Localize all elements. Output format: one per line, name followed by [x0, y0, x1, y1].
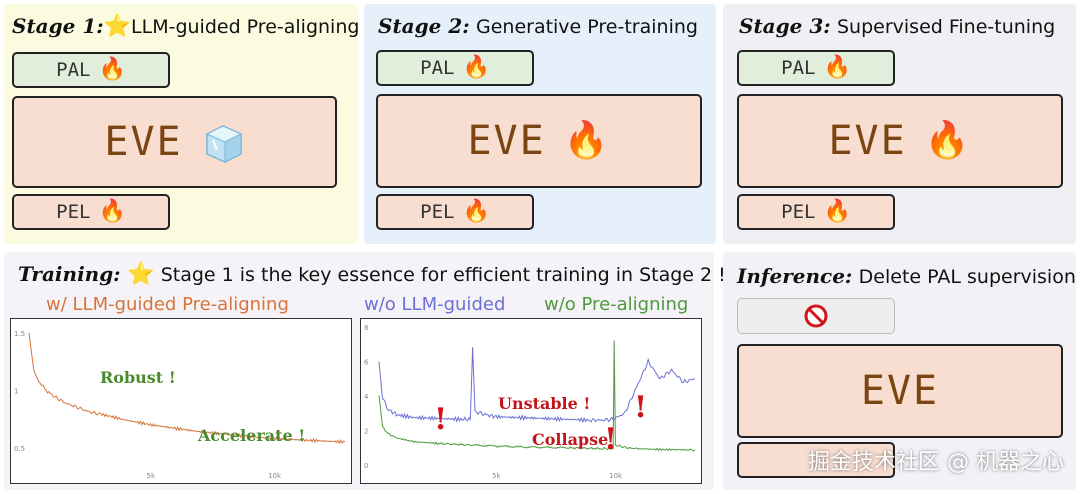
stage2-eve-box: EVE 🔥 [376, 94, 702, 188]
stage3-pel-box: PEL 🔥 [737, 194, 895, 230]
stage2-pal-box: PAL 🔥 [376, 50, 534, 86]
stage1-panel: Stage 1:⭐LLM-guided Pre-aligning PAL 🔥 EV… [4, 4, 359, 244]
stage1-pel-box: PEL 🔥 [12, 194, 170, 230]
pal-label: PAL [781, 57, 816, 79]
y-tick-label: 6 [364, 359, 369, 367]
y-tick-label: 2 [364, 428, 368, 436]
stage3-title: Stage 3: Supervised Fine-tuning [739, 14, 1055, 38]
y-tick-label: 8 [364, 324, 368, 332]
stage2-pel-box: PEL 🔥 [376, 194, 534, 230]
training-panel: Training: ⭐ Stage 1 is the key essence f… [4, 252, 726, 490]
x-tick-label: 5k [492, 472, 501, 480]
stage1-label: Stage 1: [12, 14, 104, 38]
x-tick-label: 10k [609, 472, 623, 480]
inference-text: Delete PAL supervision [858, 266, 1076, 288]
eve-label: EVE [860, 368, 940, 414]
inference-label: Inference: [737, 264, 853, 288]
left-chart: 0.5 1 1.5 5k 10k [10, 318, 352, 484]
star-icon: ⭐ [103, 14, 132, 39]
exclaim-mark-2: ! [604, 422, 618, 457]
y-tick-label: 4 [364, 393, 369, 401]
exclaim-mark-1: ! [434, 402, 448, 437]
accelerate-annotation: Accelerate ! [198, 426, 306, 445]
watermark: 掘金技术社区 @ 机器之心 [808, 450, 1064, 475]
mid-chart-title: w/o LLM-guided [364, 294, 506, 315]
fire-icon: 🔥 [462, 55, 490, 80]
stage2-text: Generative Pre-training [475, 16, 698, 38]
collapse-annotation: Collapse [532, 430, 609, 449]
eve-label: EVE [828, 118, 907, 164]
pel-label: PEL [420, 201, 455, 223]
stage3-eve-box: EVE 🔥 [737, 94, 1063, 188]
inference-panel: Inference: Delete PAL supervision EVE [723, 252, 1076, 490]
stage1-title: Stage 1:⭐LLM-guided Pre-aligning [12, 14, 359, 39]
y-tick-label: 1.5 [14, 330, 25, 338]
training-text: Stage 1 is the key essence for efficient… [160, 264, 726, 286]
prohibited-icon [804, 304, 828, 328]
fire-icon: 🔥 [462, 199, 490, 224]
fire-icon: 🔥 [823, 199, 851, 224]
stage3-panel: Stage 3: Supervised Fine-tuning PAL 🔥 EVE… [723, 4, 1076, 244]
inference-eve-box: EVE [737, 344, 1063, 438]
series-line-1 [378, 340, 696, 452]
fire-icon: 🔥 [98, 57, 126, 82]
inference-pal-removed [737, 298, 895, 334]
left-chart-title: w/ LLM-guided Pre-aligning [46, 294, 289, 315]
stage1-text: LLM-guided Pre-aligning [131, 16, 360, 38]
training-title: Training: ⭐ Stage 1 is the key essence f… [18, 262, 726, 287]
stage2-label: Stage 2: [378, 14, 470, 38]
star-icon: ⭐ [126, 262, 155, 287]
stage3-label: Stage 3: [739, 14, 831, 38]
fire-icon: 🔥 [563, 120, 611, 161]
robust-annotation: Robust ! [100, 368, 176, 387]
stage3-pal-box: PAL 🔥 [737, 50, 895, 86]
stage1-pal-box: PAL 🔥 [12, 52, 170, 88]
training-label: Training: [18, 262, 121, 286]
exclaim-mark-3: ! [634, 390, 648, 425]
left-chart-svg: 0.5 1 1.5 5k 10k [14, 330, 346, 480]
pal-label: PAL [420, 57, 455, 79]
unstable-annotation: Unstable ! [498, 394, 591, 413]
y-tick-label: 0 [364, 462, 368, 470]
pal-label: PAL [56, 59, 91, 81]
right-chart: 0 2 4 6 8 5k 10k [360, 318, 702, 484]
stage1-eve-box: EVE [12, 96, 337, 188]
pel-label: PEL [56, 201, 91, 223]
ice-cube-icon [205, 125, 242, 163]
x-tick-label: 5k [147, 472, 156, 480]
stage3-text: Supervised Fine-tuning [836, 16, 1056, 38]
inference-title: Inference: Delete PAL supervision [737, 264, 1076, 288]
eve-label: EVE [467, 118, 546, 164]
fire-icon: 🔥 [98, 199, 126, 224]
right-chart-svg: 0 2 4 6 8 5k 10k [364, 324, 696, 480]
stage2-panel: Stage 2: Generative Pre-training PAL 🔥 EV… [364, 4, 716, 244]
series-line-0 [378, 347, 696, 424]
y-tick-label: 0.5 [14, 445, 25, 453]
inference-pel-box [737, 442, 895, 478]
right-chart-title: w/o Pre-aligning [544, 294, 689, 315]
pel-label: PEL [781, 201, 816, 223]
stage2-title: Stage 2: Generative Pre-training [378, 14, 698, 38]
eve-label: EVE [104, 119, 183, 165]
series-line-0 [28, 332, 346, 445]
x-tick-label: 10k [268, 472, 282, 480]
fire-icon: 🔥 [823, 55, 851, 80]
fire-icon: 🔥 [924, 120, 972, 161]
y-tick-label: 1 [14, 387, 18, 395]
